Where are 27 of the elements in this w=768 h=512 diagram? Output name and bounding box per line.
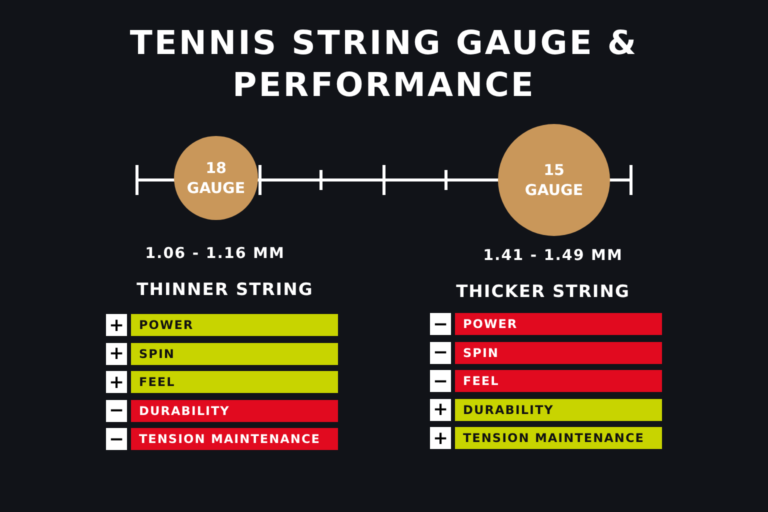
sign-box: − [106, 428, 127, 450]
sign-box: + [106, 314, 127, 336]
attribute-bar: POWER [455, 313, 662, 335]
attribute-bar: DURABILITY [131, 400, 338, 422]
sign-box: − [430, 313, 451, 335]
column-heading: THINNER STRING [136, 279, 314, 302]
sign-box: + [430, 427, 451, 449]
sign-box: + [430, 398, 451, 420]
diameter-label: 1.41 - 1.49 MM [482, 245, 624, 266]
attribute-bar: DURABILITY [455, 398, 662, 420]
attribute-bar: SPIN [131, 342, 338, 364]
sign-box: − [430, 370, 451, 392]
sign-box: − [430, 342, 451, 364]
diameter-label: 1.06 - 1.16 MM [144, 243, 286, 264]
gauge-text: 18 GAUGE [186, 158, 246, 198]
attribute-bar: TENSION MAINTENANCE [131, 428, 338, 450]
sign-box: + [106, 342, 127, 364]
attribute-bar: TENSION MAINTENANCE [455, 427, 662, 449]
attribute-bar: FEEL [131, 371, 338, 393]
attribute-bar: FEEL [455, 370, 662, 392]
sign-box: − [106, 400, 127, 422]
attribute-bar: POWER [131, 314, 338, 336]
column-heading: THICKER STRING [455, 281, 631, 304]
gauge-text: 15 GAUGE [524, 160, 584, 200]
sign-box: + [106, 371, 127, 393]
attribute-bar: SPIN [455, 342, 662, 364]
title: TENNIS STRING GAUGE & PERFORMANCE [128, 22, 640, 106]
